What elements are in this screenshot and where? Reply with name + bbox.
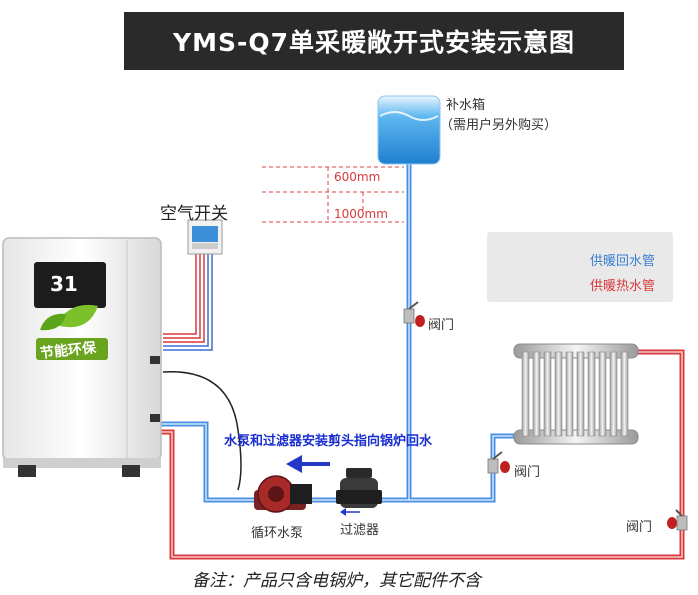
filter-label: 过滤器 — [340, 523, 380, 538]
valve-icon — [667, 509, 688, 531]
legend-supply-label: 供暖热水管 — [590, 279, 656, 294]
valve-label: 阀门 — [428, 318, 455, 333]
legend-return-label: 供暖回水管 — [590, 254, 656, 269]
electric-boiler — [2, 237, 242, 491]
valve-label: 阀门 — [626, 520, 653, 535]
valve-icon — [487, 451, 510, 474]
height-min-label: 600mm — [334, 170, 381, 184]
legend — [487, 232, 673, 302]
height-markers — [262, 166, 404, 223]
footer-note: 备注：产品只含电锅炉，其它配件不含 — [192, 571, 481, 591]
flow-direction-arrow — [286, 455, 330, 473]
filter — [336, 468, 382, 508]
air-switch-label: 空气开关 — [160, 204, 228, 224]
boiler-screen — [34, 262, 106, 308]
boiler-wheel — [18, 465, 36, 477]
page-title: YMS-Q7单采暖敞开式安装示意图 — [124, 12, 624, 70]
circulation-pump — [254, 475, 312, 513]
supply-pipe-lines — [160, 349, 685, 560]
pump-label: 循环水泵 — [251, 526, 304, 541]
valve-label: 阀门 — [514, 465, 541, 480]
leaf-logo — [40, 304, 98, 331]
air-switch — [187, 219, 223, 255]
radiator — [513, 343, 639, 445]
flow-direction-arrow — [340, 508, 360, 516]
water-tank-label: 补水箱 — [446, 98, 486, 113]
height-max-label: 1000mm — [334, 207, 388, 221]
valve-icon — [403, 301, 425, 327]
water-tank — [377, 95, 441, 165]
install-instruction: 水泵和过滤器安装剪头指向锅炉回水 — [224, 434, 433, 449]
boiler-display: 31 — [50, 272, 78, 296]
water-tank-note: （需用户另外购买） — [440, 118, 558, 133]
